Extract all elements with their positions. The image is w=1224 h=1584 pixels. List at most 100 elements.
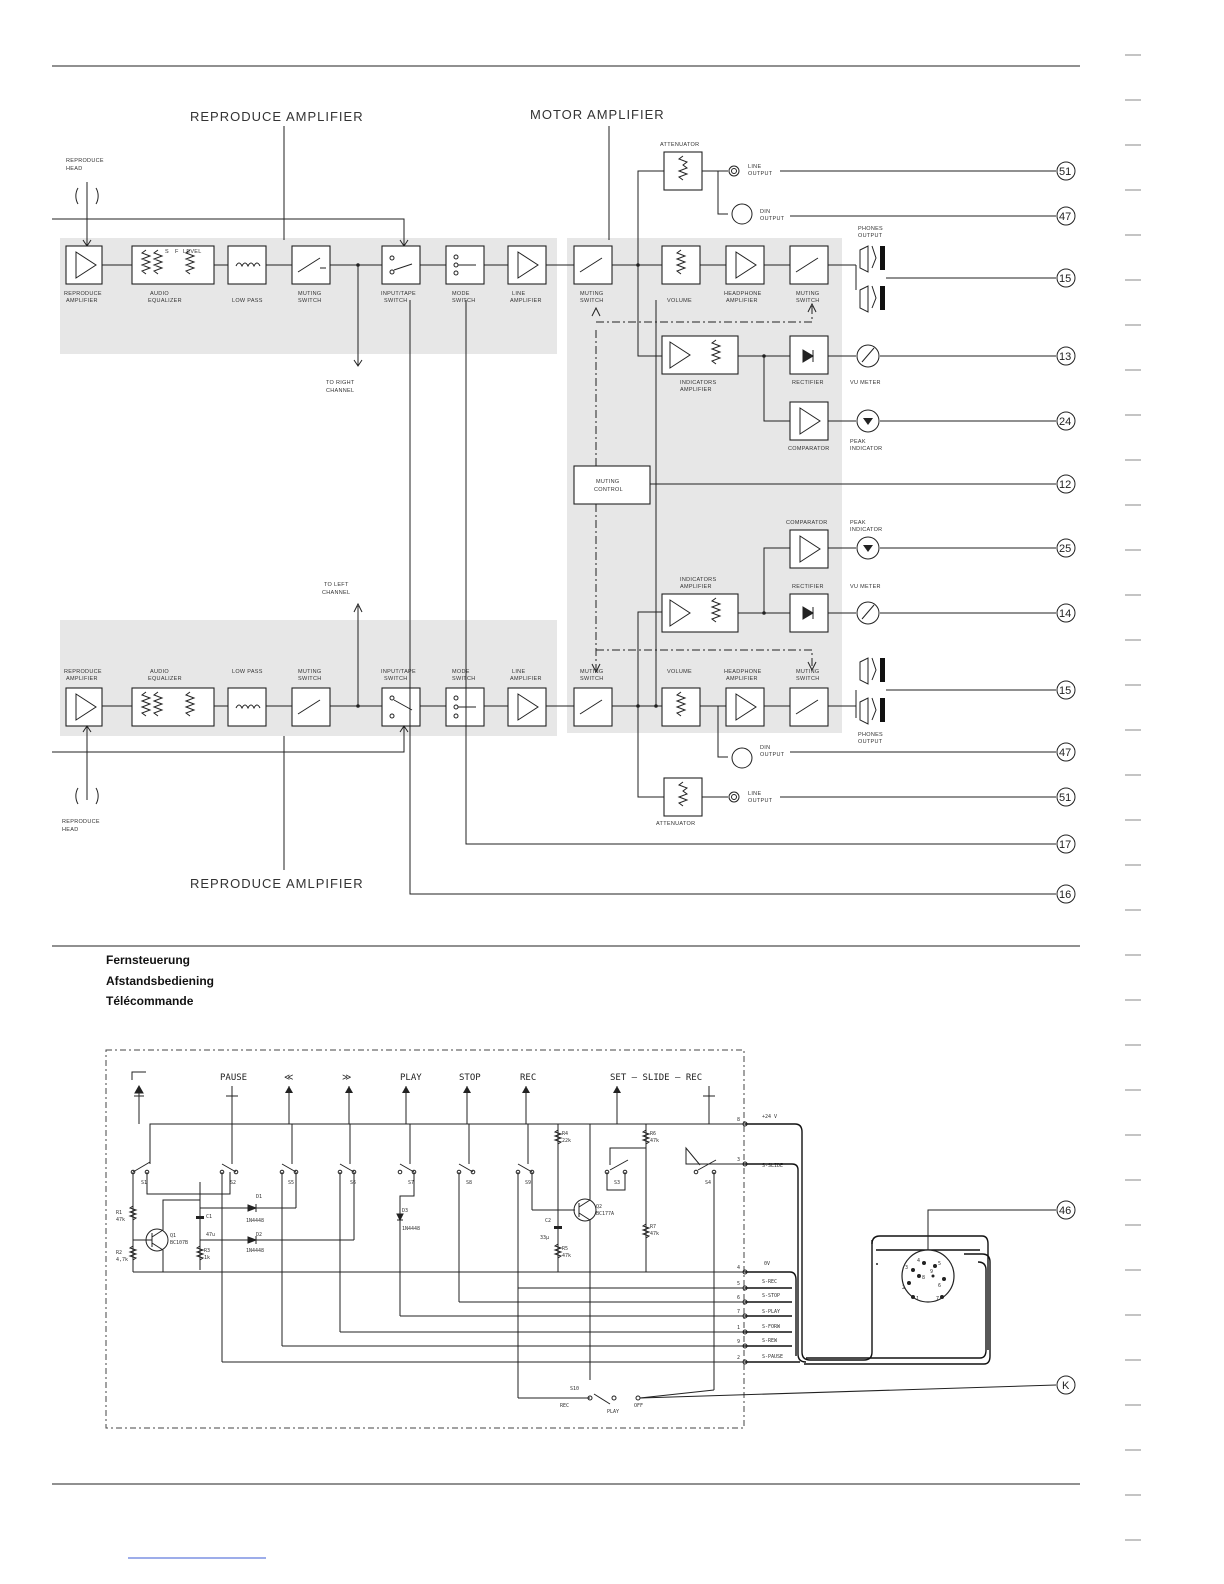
svg-text:8: 8	[922, 1275, 925, 1281]
q2-type: BC177A	[596, 1211, 614, 1217]
attenuator-block-bottom	[663, 777, 703, 817]
label-peak-top-2: INDICATOR	[850, 446, 882, 452]
sig-play: S-PLAY	[762, 1309, 780, 1315]
label-peak-top: PEAK	[850, 439, 866, 445]
sw-s8: S8	[466, 1180, 472, 1186]
indicators-amp-bottom	[661, 593, 739, 633]
label-indicators-bottom-2: AMPLIFIER	[680, 584, 712, 590]
d2-label: D2	[256, 1232, 262, 1238]
muting-control-lines	[591, 302, 817, 674]
s10-play: PLAY	[607, 1409, 619, 1415]
c2-value: 33µ	[540, 1235, 549, 1241]
k-line	[639, 1384, 1057, 1399]
c1-label: C1	[206, 1214, 212, 1220]
head-label-bottom-1: REPRODUCE	[62, 819, 100, 825]
headphone-amplifier-block-bottom	[725, 687, 765, 727]
pin-6: 6	[737, 1295, 740, 1301]
sig-0v: 0V	[764, 1261, 770, 1267]
svg-text:3: 3	[905, 1265, 908, 1271]
conn-24: 24	[1059, 416, 1071, 428]
label-vu-top: VU METER	[850, 380, 881, 386]
remote-buttons: PAUSE ≪ ≫ PLAY STOP REC SET — SLIDE — RE…	[131, 1071, 715, 1124]
btn-rec: REC	[520, 1073, 536, 1083]
pin-4: 4	[737, 1265, 740, 1271]
reproduce-amplifier-title-bottom: REPRODUCE AMLPIFIER	[190, 876, 364, 891]
label-muting-p-bottom: MUTING	[796, 669, 820, 675]
s10-off: OFF	[634, 1403, 643, 1409]
sw-s5: S5	[288, 1180, 294, 1186]
vu-meter-bottom	[856, 601, 880, 625]
audio-equalizer-block-top	[131, 245, 215, 285]
conn-k: K	[1062, 1380, 1070, 1392]
bottom-channel: INDICATORS AMPLIFIER RECTIFIER VU METER …	[52, 300, 1056, 895]
din-output-top	[731, 203, 753, 225]
conn-47-bottom: 47	[1059, 747, 1071, 759]
reproduce-head-icon-top	[75, 187, 99, 205]
eq-s-label: S	[165, 249, 169, 255]
audio-equalizer-block-bottom	[131, 687, 215, 727]
label-audio-eq-bottom-2: EQUALIZER	[148, 676, 182, 682]
head-label-bottom-2: HEAD	[62, 827, 78, 833]
remote-switches: S1 S2 S5 S6 S7 S8 S9 S3 S4	[130, 1124, 717, 1186]
label-line-out-bottom: LINE	[748, 791, 761, 797]
remote-box	[105, 1049, 745, 1429]
label-input-tape-top: INPUT/TAPE	[381, 291, 416, 297]
label-vu-bottom: VU METER	[850, 584, 881, 590]
label-muting-p-bottom-2: SWITCH	[796, 676, 820, 682]
c2-label: C2	[545, 1218, 551, 1224]
r4-label: R4	[562, 1131, 568, 1137]
label-line-amp-top-2: AMPLIFIER	[510, 298, 542, 304]
label-indicators-bottom: INDICATORS	[680, 577, 716, 583]
label-volume-top: VOLUME	[667, 298, 692, 304]
q2-transistor	[573, 1198, 597, 1222]
label-hp-amp-top-2: AMPLIFIER	[726, 298, 758, 304]
sw-s4: S4	[705, 1180, 711, 1186]
heading-afstandsbediening: Afstandsbediening	[106, 974, 214, 988]
r7-label: R7	[650, 1224, 656, 1230]
label-muting-m-top: MUTING	[580, 291, 604, 297]
line-amplifier-block-bottom	[507, 687, 547, 727]
head-label-top-2: HEAD	[66, 166, 82, 172]
s10-rec: REC	[560, 1403, 569, 1409]
label-indicators-top: INDICATORS	[680, 380, 716, 386]
q1-type: BC107B	[170, 1240, 188, 1246]
btn-play: PLAY	[400, 1073, 422, 1083]
label-muting-p-top-2: SWITCH	[796, 298, 820, 304]
r2-value: 4,7k	[116, 1257, 128, 1263]
muting-switch-motor-bottom	[573, 687, 613, 727]
pin-9: 9	[737, 1339, 740, 1345]
label-phones-top-2: OUTPUT	[858, 233, 883, 239]
sig-slide: S-SLIDE	[762, 1163, 783, 1169]
sw-s6: S6	[350, 1180, 356, 1186]
btn-pause: PAUSE	[220, 1073, 247, 1083]
sig-stop: S-STOP	[762, 1293, 780, 1299]
svg-text:6: 6	[938, 1283, 941, 1289]
din-output-bottom	[731, 747, 753, 769]
conn-46: 46	[1059, 1205, 1071, 1217]
label-audio-eq-bottom: AUDIO	[150, 669, 169, 675]
pin-8: 8	[737, 1117, 740, 1123]
label-indicators-top-2: AMPLIFIER	[680, 387, 712, 393]
shaded-areas	[60, 238, 842, 736]
label-muting-bottom-2: SWITCH	[298, 676, 322, 682]
q1-label: Q1	[170, 1233, 176, 1239]
muting-switch-phones-top	[789, 245, 829, 285]
label-line-out-top: LINE	[748, 164, 761, 170]
r1-label: R1	[116, 1210, 122, 1216]
label-rectifier-top: RECTIFIER	[792, 380, 824, 386]
conn-47-top: 47	[1059, 211, 1071, 223]
sw-s7: S7	[408, 1180, 414, 1186]
sw-s3: S3	[614, 1180, 620, 1186]
label-hp-amp-bottom-2: AMPLIFIER	[726, 676, 758, 682]
btn-stop: STOP	[459, 1073, 481, 1083]
remote-q1-circuit: R1 47k R2 4,7k Q1 BC107B C1 47u R3 1k D1…	[116, 1172, 420, 1272]
label-muting-bottom: MUTING	[298, 669, 322, 675]
label-din-bottom-2: OUTPUT	[760, 752, 785, 758]
muting-switch-phones-bottom	[789, 687, 829, 727]
eq-level-label: LEVEL	[183, 249, 202, 255]
label-reproduce-amp-bottom: REPRODUCE	[64, 669, 102, 675]
label-audio-eq-top-2: EQUALIZER	[148, 298, 182, 304]
label-audio-eq-top: AUDIO	[150, 291, 169, 297]
svg-text:5: 5	[938, 1261, 941, 1267]
attenuator-block-top	[663, 151, 703, 191]
